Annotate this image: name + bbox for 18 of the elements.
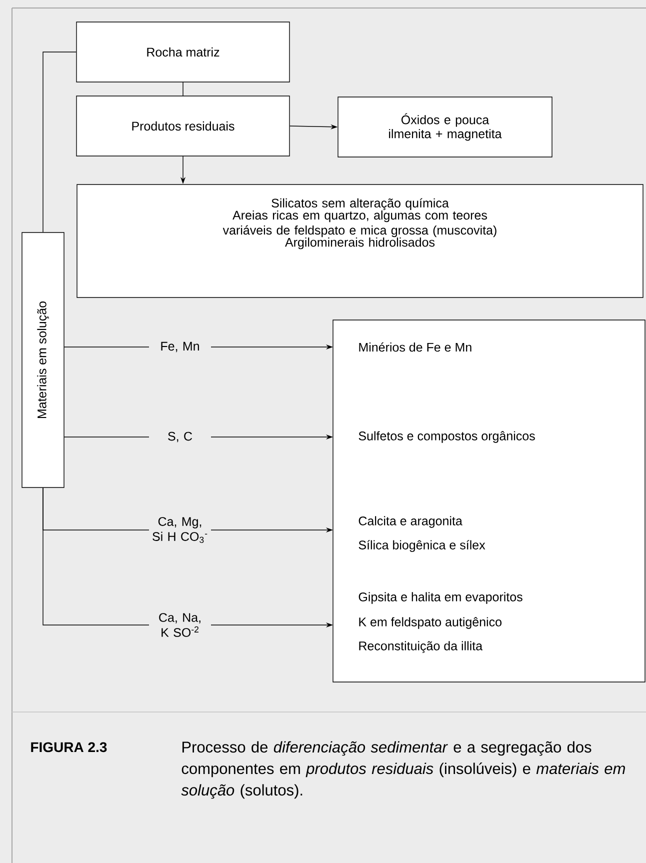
edge-label: Ca, Mg, Si H CO$_{3}$- bbox=[149, 516, 211, 544]
result-text: Sulfetos e compostos orgânicos bbox=[358, 431, 535, 443]
result-box: Óxidos e pouca ilmenita + magnetita bbox=[338, 96, 552, 158]
process-box: Produtos residuais bbox=[76, 96, 290, 156]
result-text: K em feldspato autigênico bbox=[359, 617, 502, 629]
result-text: Gipsita e halita em evaporitos bbox=[358, 592, 522, 604]
edge-label: Fe, Mn bbox=[149, 340, 211, 354]
edge-label: S, C bbox=[149, 430, 211, 444]
result-text: Minérios de Fe e Mn bbox=[359, 342, 472, 352]
result-text: Reconstituição da illita bbox=[359, 641, 483, 653]
edge-label: Ca, Na, K SO$^{-2}$ bbox=[149, 612, 211, 638]
process-box: Rocha matriz bbox=[76, 22, 290, 82]
result-box: Silicatos sem alteração química Areias ricas em quartzo, algumas com teores variáveis de feldspato e mica grossa (muscovita) Argilominerais hidrolisados bbox=[76, 184, 644, 298]
vertical-box: Materiais em solução bbox=[22, 232, 64, 488]
figure-number: FIGURA 2.3 bbox=[31, 742, 107, 752]
result-text: Sílica biogênica e sílex bbox=[358, 540, 486, 552]
result-text: Calcita e aragonita bbox=[358, 516, 462, 528]
caption: Processo de diferenciação sedimentar e a segregação dos componentes em produtos residuais (insolúveis) e materiais em solução (solutos). bbox=[181, 741, 625, 799]
